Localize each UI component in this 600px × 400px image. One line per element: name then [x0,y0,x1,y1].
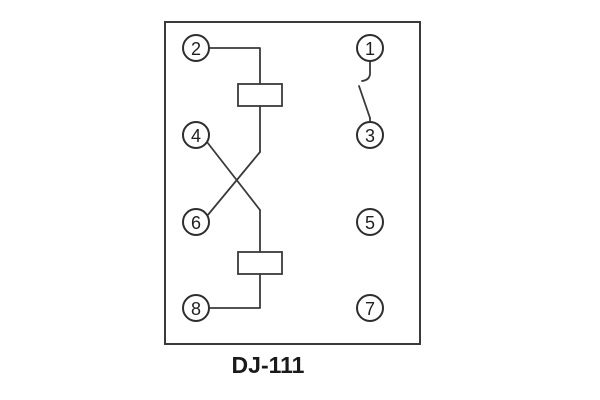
terminal-4: 4 [182,121,210,149]
terminal-1-label: 1 [365,39,375,59]
terminal-4-label: 4 [191,126,201,146]
diagram-title: DJ-111 [232,352,305,378]
terminal-7-ring [356,294,384,322]
enclosure-border [164,21,421,345]
terminal-5-ring [356,208,384,236]
terminal-8-label: 8 [191,299,201,319]
wire-terminal2-to-coil [208,47,261,85]
terminal-7: 7 [356,294,384,322]
terminal-2-label: 2 [191,39,201,59]
terminal-1: 1 [356,34,384,62]
terminal-8: 8 [182,294,210,322]
terminal-6-ring [182,208,210,236]
terminal-7-label: 7 [365,299,375,319]
terminal-2-ring [182,34,210,62]
terminal-5: 5 [356,208,384,236]
crossed-wire-to-terminal6 [206,151,261,217]
terminal-8-ring [182,294,210,322]
crossed-wire-from-terminal4 [206,141,261,211]
terminal-3: 3 [356,121,384,149]
contact-blade-icon [358,85,371,119]
terminal-5-label: 5 [365,213,375,233]
coil-bottom-icon [237,251,283,275]
terminal-6: 6 [182,208,210,236]
contact-fixed-lead [361,60,371,82]
wire-coil-to-terminal8 [208,273,261,309]
terminal-3-ring [356,121,384,149]
terminal-4-ring [182,121,210,149]
terminal-1-ring [356,34,384,62]
terminal-6-label: 6 [191,213,201,233]
terminal-2: 2 [182,34,210,62]
terminal-3-label: 3 [365,126,375,146]
coil-top-icon [237,83,283,107]
